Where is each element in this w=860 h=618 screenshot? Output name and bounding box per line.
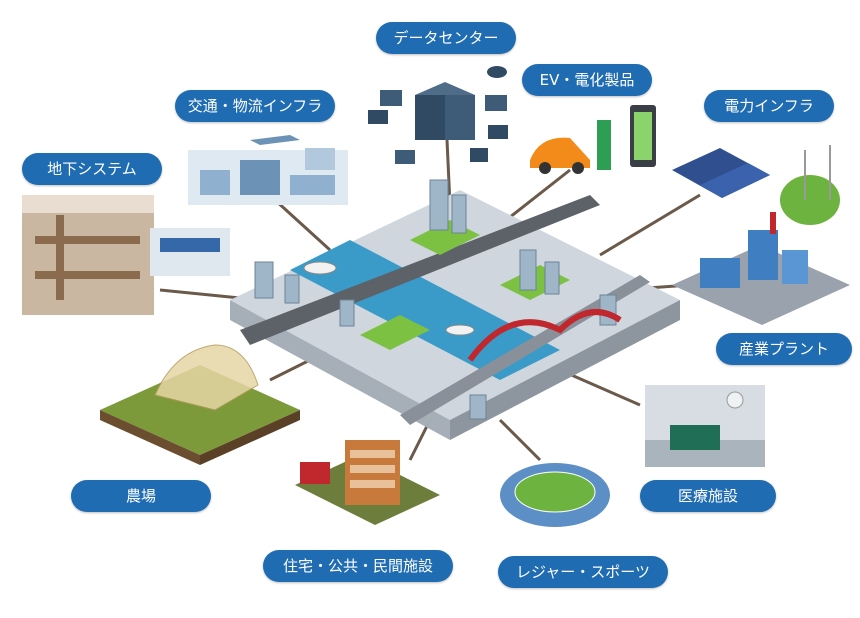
- stadium-illustration: [500, 463, 610, 527]
- label-medical: 医療施設: [640, 480, 776, 512]
- label-data-center: データセンター: [376, 22, 516, 54]
- label-transport-logistics: 交通・物流インフラ: [175, 90, 335, 122]
- label-industrial-plant: 産業プラント: [716, 333, 852, 365]
- label-leisure-sports: レジャー・スポーツ: [498, 556, 668, 588]
- red-arch-bridge: [467, 309, 622, 362]
- park: [360, 315, 430, 350]
- label-ev-appliances: EV・電化製品: [522, 64, 652, 96]
- highway: [240, 195, 600, 345]
- ev-appliances-illustration: [530, 105, 656, 174]
- label-power-infra: 電力インフラ: [704, 90, 834, 122]
- housing-public-illustration: [295, 440, 440, 525]
- label-farm: 農場: [71, 480, 211, 512]
- industrial-plant-illustration: [672, 212, 850, 325]
- farm-illustration: [100, 344, 300, 465]
- ship: [303, 261, 337, 275]
- city-platform: [230, 179, 680, 440]
- transport-logistics-illustration: [188, 135, 348, 205]
- medical-illustration: [645, 385, 765, 467]
- label-housing-public: 住宅・公共・民間施設: [263, 550, 453, 582]
- ship: [445, 324, 475, 336]
- river: [290, 240, 560, 380]
- data-center-illustration: [368, 66, 508, 164]
- underground-illustration: [22, 195, 230, 315]
- power-infra-illustration: [672, 145, 840, 225]
- label-underground: 地下システム: [22, 153, 162, 185]
